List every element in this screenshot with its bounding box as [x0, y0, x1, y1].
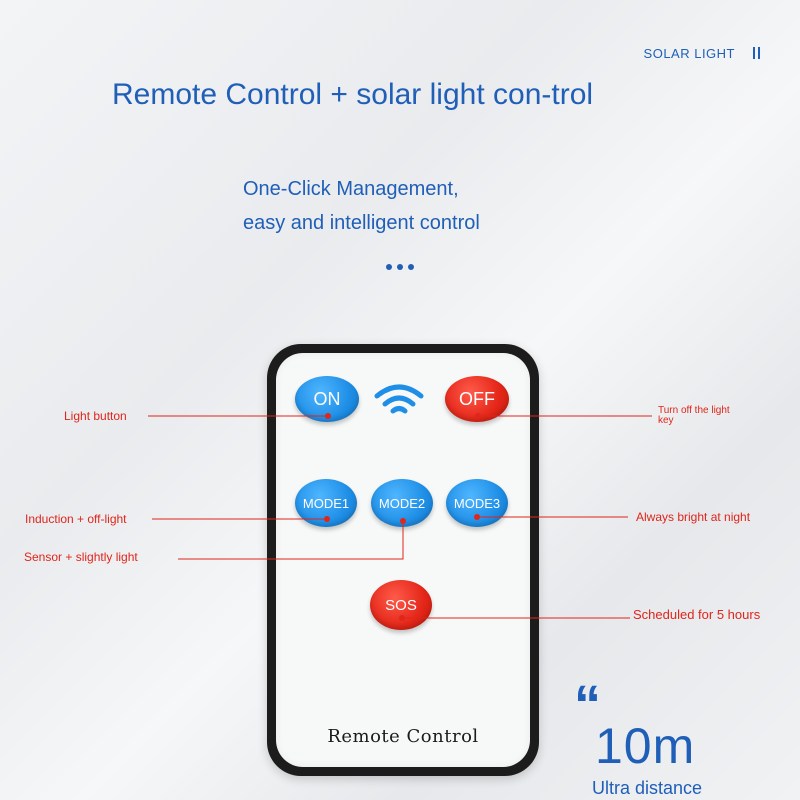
- callout-scheduled: Scheduled for 5 hours: [633, 607, 761, 622]
- subheadline-line-1: One-Click Management,: [243, 178, 459, 200]
- sos-button[interactable]: SOS: [370, 580, 432, 630]
- quote-mark: “: [574, 675, 601, 735]
- subheadline-line-2: easy and intelligent control: [243, 212, 480, 234]
- remote-face: [276, 353, 530, 767]
- subheadline: One-Click Management, easy and intellige…: [243, 172, 663, 240]
- callout-sensor: Sensor + slightly light: [24, 550, 138, 564]
- headline: Remote Control + solar light con-trol: [112, 78, 594, 111]
- wifi-signal-icon: [374, 384, 424, 414]
- ellipsis-dots-icon: [386, 264, 414, 270]
- remote-label: Remote Control: [327, 726, 479, 747]
- callout-turn-off: Turn off the light key: [658, 405, 730, 426]
- callout-induction: Induction + off-light: [25, 512, 127, 526]
- range-label: Ultra distance: [592, 778, 703, 798]
- range-value: 10m: [595, 718, 696, 774]
- brand-bars-icon: [753, 47, 760, 59]
- brand-text: SOLAR LIGHT: [643, 45, 735, 61]
- callout-always-bright: Always bright at night: [636, 510, 751, 524]
- brand-mark: SOLAR LIGHT: [644, 44, 760, 62]
- callout-light-button: Light button: [64, 409, 127, 423]
